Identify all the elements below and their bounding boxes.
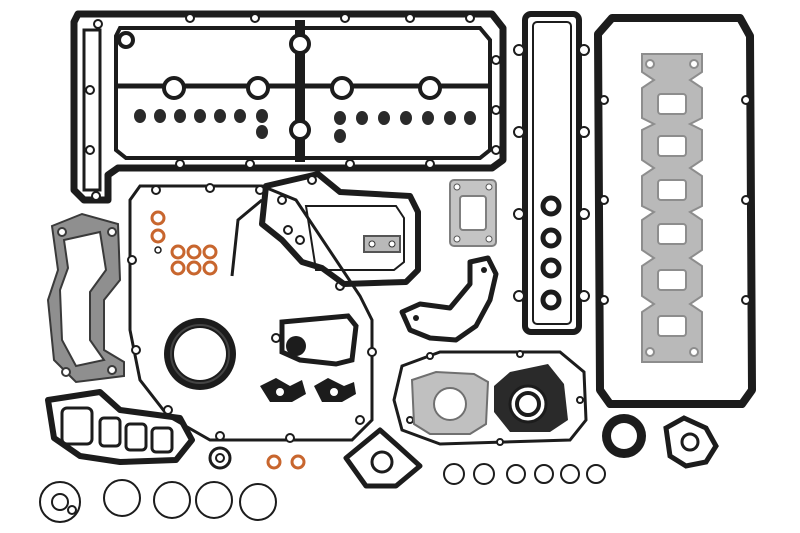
- turbo-gasket-metal: [449, 179, 497, 247]
- center-bottom-gasket: [343, 427, 423, 489]
- oil-cooler-gasket-black: [45, 389, 195, 465]
- center-flange-gasket: [271, 313, 359, 367]
- water-pump-gasket: [259, 171, 421, 287]
- oil-pan-gasket: [392, 350, 588, 446]
- crankshaft-seal: [164, 318, 236, 390]
- rear-seal-flange: [494, 364, 568, 432]
- valve-cover-gasket: [70, 10, 507, 204]
- bracket-gasket: [399, 255, 499, 343]
- black-o-rings: [39, 446, 606, 523]
- timing-cover-gasket: [127, 183, 377, 443]
- oil-cooler-gasket-grey: [46, 212, 125, 384]
- copper-washers: [150, 210, 306, 470]
- exhaust-manifold-gasket: [594, 14, 756, 408]
- small-oil-seal: [602, 414, 646, 458]
- small-seal-cluster: [260, 378, 356, 402]
- flange-gasket-right: [663, 415, 719, 469]
- egr-gasket-metal: [410, 370, 490, 435]
- injector-cover-gasket: [513, 11, 590, 335]
